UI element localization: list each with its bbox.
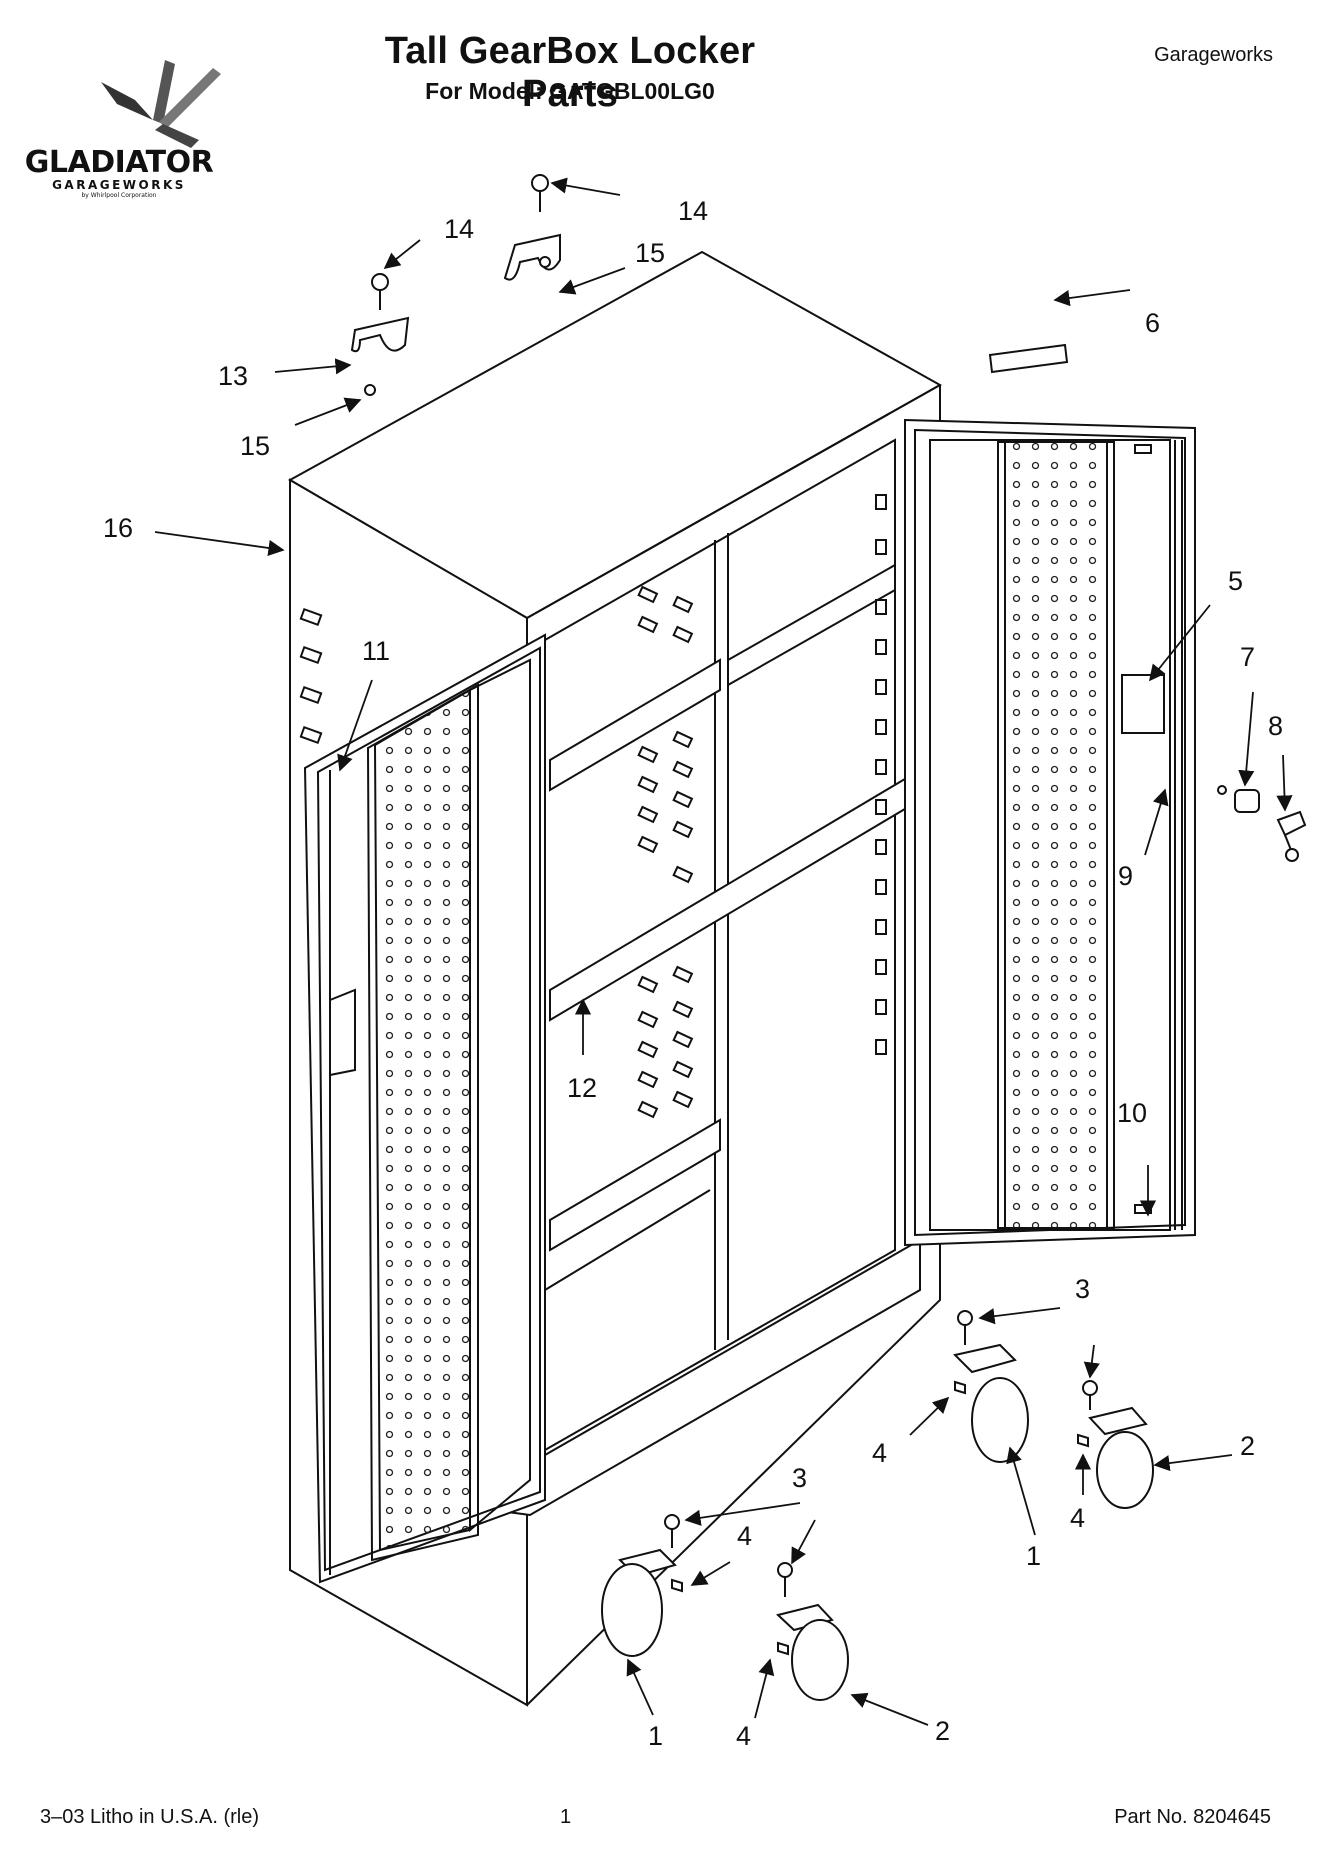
callout-13: 13 [218, 361, 248, 391]
callout-11: 11 [362, 636, 390, 666]
label-plate [988, 343, 1069, 374]
brand-label: Garageworks [1154, 44, 1273, 66]
part-number: Part No. 8204645 [1114, 1806, 1271, 1828]
logo-wordmark: GLADIATOR GARAGEWORKS by Whirlpool Corpo… [24, 148, 214, 200]
callout-5: 5 [1228, 566, 1243, 596]
right-door [904, 418, 1196, 1247]
callout-4d: 4 [736, 1721, 751, 1751]
callout-10: 10 [1117, 1098, 1147, 1128]
gladiator-logo-icon [101, 60, 221, 148]
callout-15b: 15 [240, 431, 270, 461]
callout-8: 8 [1268, 711, 1283, 741]
page-number: 1 [560, 1806, 572, 1828]
callout-4b: 4 [1070, 1503, 1085, 1533]
callout-12: 12 [567, 1073, 597, 1103]
logo-sub-text: GARAGEWORKS [52, 178, 186, 192]
litho-note: 3–03 Litho in U.S.A. (rle) [40, 1806, 259, 1828]
leader-lines [154, 177, 1293, 1726]
page-title: Tall GearBox Locker Parts [384, 30, 756, 115]
callout-1a: 1 [1026, 1541, 1041, 1571]
callout-9: 9 [1118, 861, 1133, 891]
callout-16: 16 [103, 513, 133, 543]
callout-14a: 14 [444, 214, 474, 244]
casters [601, 1310, 1154, 1701]
callout-1b: 1 [648, 1721, 663, 1751]
logo-main-text: GLADIATOR [24, 145, 214, 180]
top-brackets [350, 174, 561, 396]
callout-4a: 4 [872, 1438, 887, 1468]
callout-6: 6 [1145, 308, 1160, 338]
logo-tiny-text: by Whirlpool Corporation [81, 192, 157, 199]
lock-parts [1217, 785, 1307, 862]
callout-3c: 3 [792, 1463, 807, 1493]
callout-2a: 2 [1240, 1431, 1255, 1461]
callout-14b: 14 [678, 196, 708, 226]
callout-labels: 14 14 15 13 15 16 6 5 7 8 9 11 12 10 3 3… [103, 196, 1283, 1751]
left-door [303, 633, 546, 1584]
callout-7: 7 [1240, 642, 1255, 672]
callout-15a: 15 [635, 238, 665, 268]
callout-4c: 4 [737, 1521, 752, 1551]
model-subtitle: For Model: GATGBL00LG0 [425, 78, 715, 104]
callout-2b: 2 [935, 1716, 950, 1746]
callout-3a: 3 [1075, 1274, 1090, 1304]
